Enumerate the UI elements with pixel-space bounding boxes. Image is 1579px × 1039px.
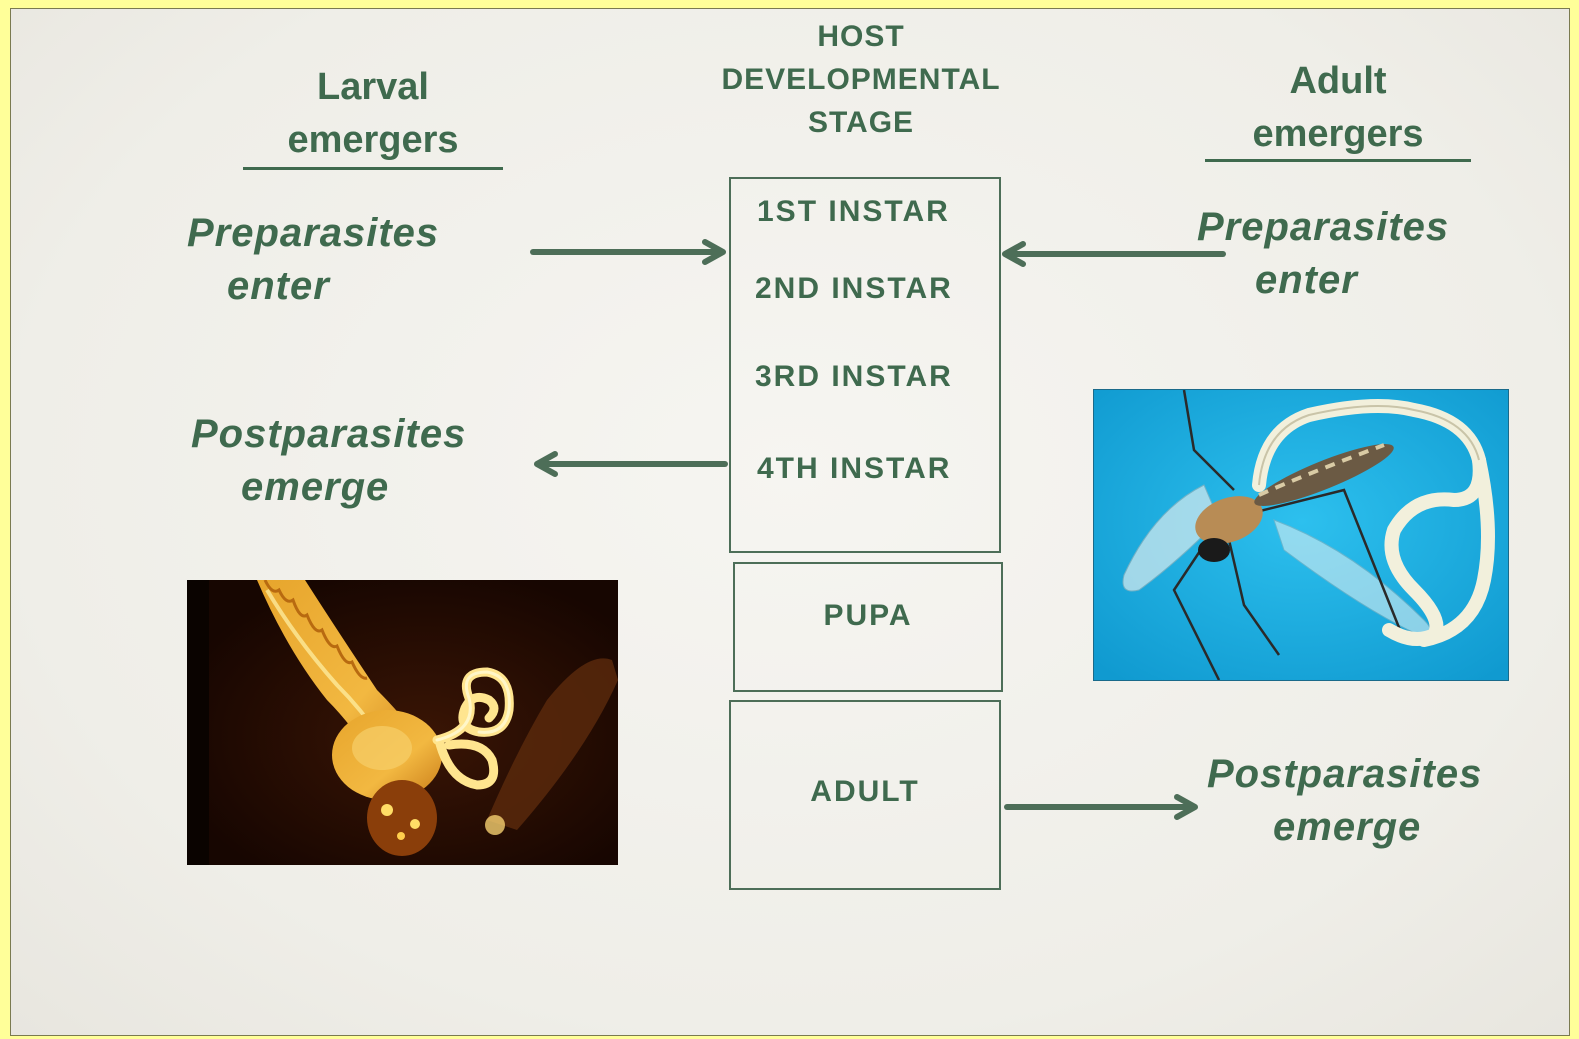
arrow-adult-emerge	[1007, 797, 1195, 817]
arrow-larval-enter	[533, 242, 723, 262]
arrow-larval-emerge	[537, 454, 725, 474]
adult-mosquito-with-nematode-photo	[1093, 389, 1509, 681]
arrow-adult-enter	[1005, 244, 1223, 264]
mosquito-larva-with-nematode-photo	[187, 580, 618, 865]
slide: HOST DEVELOPMENTAL STAGE Larval emergers…	[10, 8, 1570, 1036]
